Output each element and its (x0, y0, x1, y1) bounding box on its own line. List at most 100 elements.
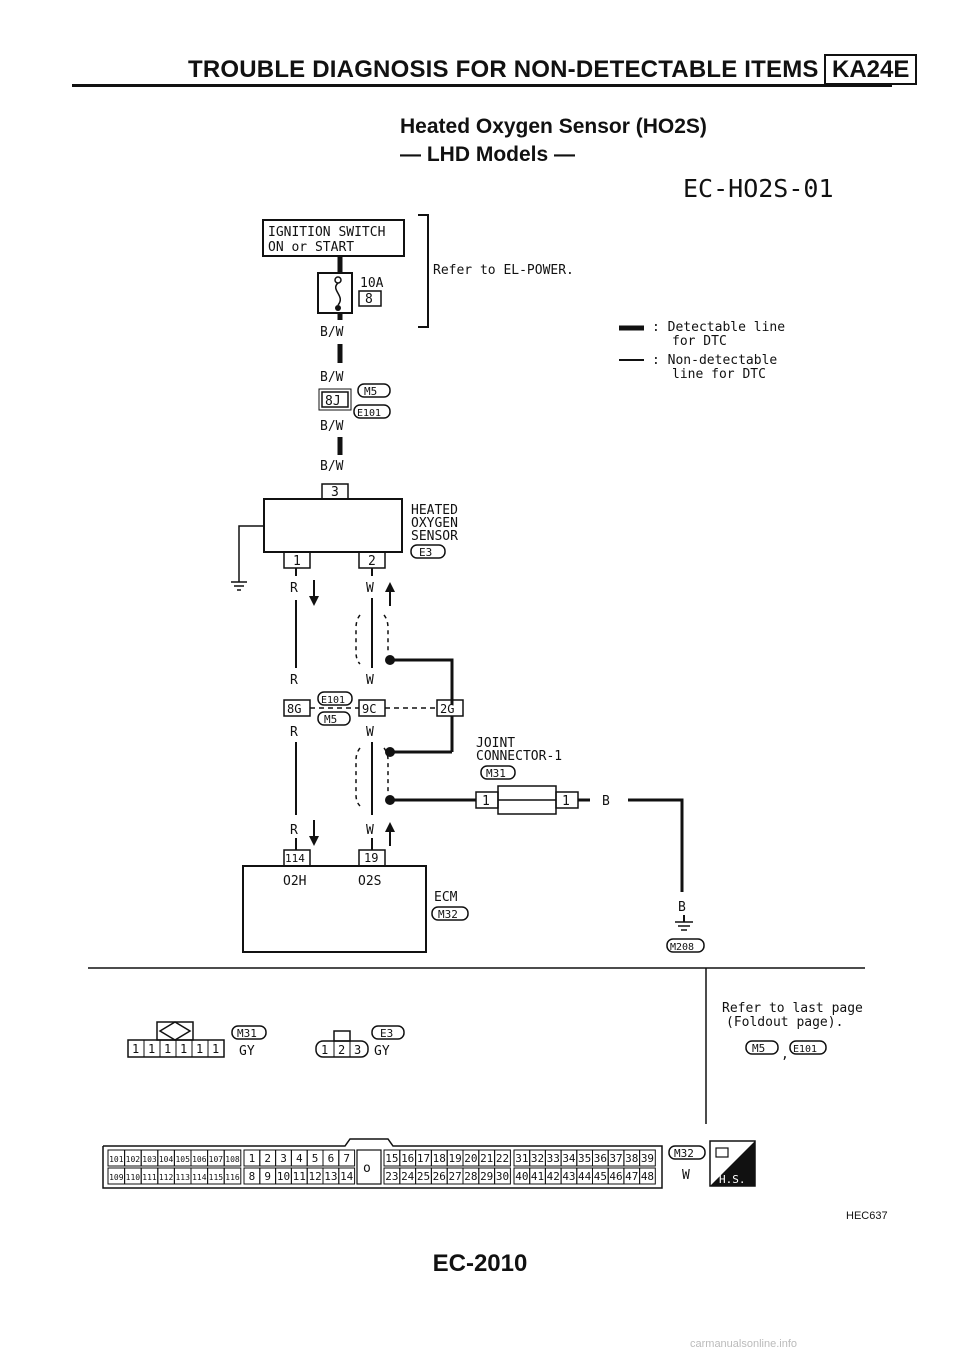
ecm-pin-label: 20 (464, 1152, 477, 1165)
ecm-pin-label: 15 (385, 1152, 398, 1165)
ecm-pin-label: 14 (340, 1170, 354, 1183)
wire-color-w-1: W (366, 581, 374, 596)
ecm-pin-label: 3 (280, 1152, 287, 1165)
diagram-title-line2: — LHD Models — (400, 143, 576, 166)
m31-connector-lock (156, 1021, 194, 1041)
figure-code: HEC637 (846, 1210, 888, 1222)
pin-19: 19 (364, 851, 378, 865)
connector-id-e101-2: E101 (321, 695, 345, 706)
ecm-pin-label: 116 (225, 1173, 240, 1182)
ecm-pin-label: 32 (531, 1152, 544, 1165)
pin-1: 1 (293, 554, 301, 569)
ecm-pin-label: 109 (109, 1173, 124, 1182)
ecm-pin-label: 18 (433, 1152, 446, 1165)
m31-pin: 1 (180, 1042, 187, 1056)
wire-color-bw-3: B/W (320, 419, 344, 434)
ecm-pin-label: 6 (328, 1152, 335, 1165)
ecm-pin-label: 108 (225, 1155, 240, 1164)
refer-last-page: Refer to last page (722, 1001, 863, 1016)
ecm-pin-label: 48 (641, 1170, 654, 1183)
m31-connector-face: 1 1 1 1 1 1 (127, 1039, 225, 1058)
ecm-label: ECM (434, 890, 458, 905)
ignition-switch-state: ON or START (268, 240, 354, 255)
ecm-pin-label: 112 (159, 1173, 174, 1182)
connector-2g (436, 699, 464, 717)
legend-detectable-label-2: for DTC (672, 334, 727, 349)
ecm-pin-label: 42 (547, 1170, 560, 1183)
hs-label: H.S. (719, 1173, 746, 1186)
ecm-pin-label: 35 (578, 1152, 591, 1165)
connector-id-m208: M208 (670, 942, 694, 953)
m31-pin: 1 (132, 1042, 139, 1056)
connector-8j (318, 388, 352, 411)
fuse-number: 8 (365, 292, 373, 307)
connector-id-m32: M32 (438, 908, 458, 921)
e3-pin: 2 (338, 1043, 345, 1057)
m32-color: W (682, 1168, 690, 1183)
ecm-pin-label: 2 (264, 1152, 271, 1165)
ecm-pin-label: 28 (464, 1170, 477, 1183)
m31-pin: 1 (212, 1042, 219, 1056)
ecm-pin-label: 111 (142, 1173, 157, 1182)
ecm-pin-label: 27 (448, 1170, 461, 1183)
pin-2: 2 (368, 554, 376, 569)
ecm-pin-label: 10 (277, 1170, 290, 1183)
ecm-pin-label: 102 (126, 1155, 141, 1164)
ecm-pin-cell (338, 1167, 356, 1185)
ecm-pin-label: 33 (547, 1152, 560, 1165)
ecm-pin-label: 46 (609, 1170, 622, 1183)
ecm-pin-label: 40 (515, 1170, 528, 1183)
ecm-pin-label: 107 (209, 1155, 224, 1164)
wiring-diagram: EC-HO2S-01 IGNITION SWITCH ON or START R… (88, 174, 865, 1189)
legend-non-detectable-label-2: line for DTC (672, 367, 766, 382)
e3-color: GY (374, 1044, 390, 1059)
ecm-pin-label: 44 (578, 1170, 592, 1183)
connector-id-m31-2: M31 (237, 1027, 257, 1040)
ecm-pin-label: 103 (142, 1155, 157, 1164)
connector-id-m5-3: M5 (752, 1042, 765, 1055)
ecm-pin-label: 23 (385, 1170, 398, 1183)
ecm-center-key: o (363, 1161, 371, 1176)
joint-pin-1: 1 (482, 794, 490, 809)
ecm-pin-label: 24 (401, 1170, 415, 1183)
connector-id-m32-2: M32 (674, 1147, 694, 1160)
ecm-pin-label: 113 (175, 1173, 190, 1182)
wire-color-r-3: R (290, 725, 298, 740)
connector-id-e3-2: E3 (380, 1027, 393, 1040)
ecm-pin-label: 101 (109, 1155, 124, 1164)
ignition-switch-box (262, 219, 405, 257)
ecm-pin-cell (494, 1149, 511, 1167)
m31-color: GY (239, 1044, 255, 1059)
ecm-pin-label: 30 (496, 1170, 509, 1183)
wire-color-r-1: R (290, 581, 298, 596)
pin-8j: 8J (325, 394, 341, 409)
ecm-pin-label: 45 (594, 1170, 607, 1183)
legend-non-detectable-label: : Non-detectable (652, 353, 777, 368)
connector-id-e3: E3 (419, 546, 432, 559)
page-header-title: TROUBLE DIAGNOSIS FOR NON-DETECTABLE ITE… (188, 56, 819, 83)
header-rule (72, 84, 892, 87)
sensor-label-2: OXYGEN (411, 516, 458, 531)
page-number: EC-2010 (432, 1250, 528, 1277)
joint-pin-2: 1 (562, 794, 570, 809)
ecm-pin-label: 19 (448, 1152, 461, 1165)
ecm-terminal-o2s: O2S (358, 874, 381, 889)
ecm-pin-label: 38 (625, 1152, 638, 1165)
wire-color-b-2: B (678, 900, 686, 915)
ecm-pin-cell (223, 1167, 242, 1185)
ecm-pin-cell (639, 1167, 656, 1185)
ecm-pin-label: 13 (324, 1170, 337, 1183)
wire-color-w-2: W (366, 673, 374, 688)
ecm-pin-label: 9 (264, 1170, 271, 1183)
ecm-pin-label: 31 (515, 1152, 528, 1165)
wire-color-w-4: W (366, 823, 374, 838)
fuse-box (317, 272, 353, 314)
ecm-pin-label: 26 (433, 1170, 446, 1183)
pin-2g: 2G (440, 702, 454, 716)
connector-id-e101-3: E101 (793, 1044, 817, 1055)
wire-color-w-3: W (366, 725, 374, 740)
ecm-pin-label: 114 (192, 1173, 207, 1182)
refer-last-page-2: (Foldout page). (726, 1015, 843, 1030)
pin-3: 3 (331, 485, 339, 500)
ecm-pin-label: 110 (126, 1173, 141, 1182)
